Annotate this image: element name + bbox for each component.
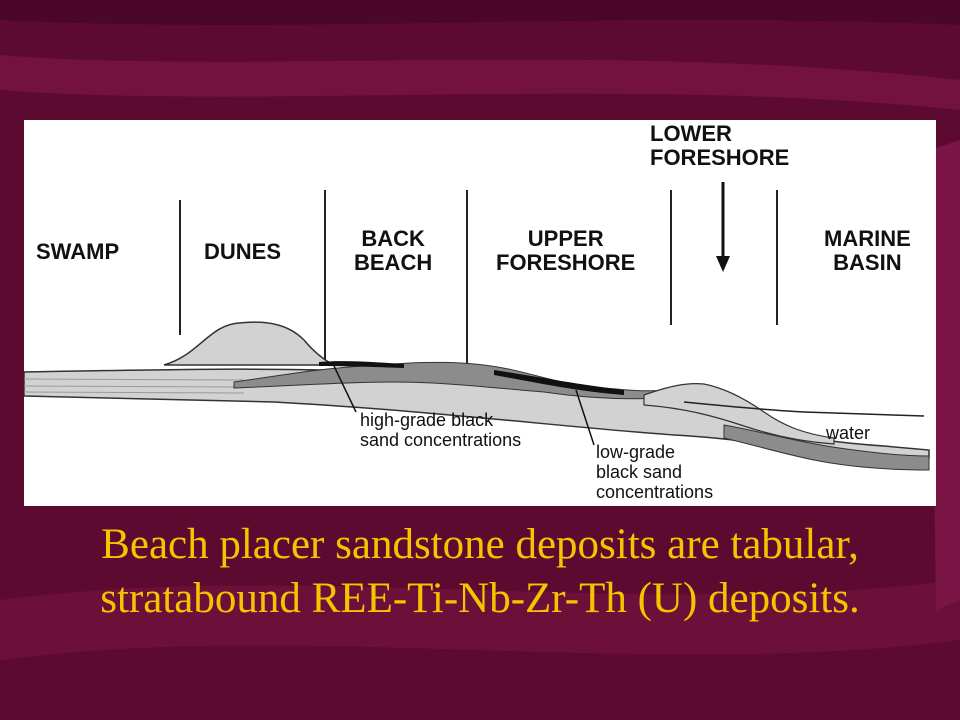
background-stripe (0, 580, 960, 660)
zone-dunes: DUNES (204, 239, 282, 264)
annotation-water: water (826, 423, 871, 443)
water-line (683, 401, 925, 417)
zone-back-beach: BACK BEACH (354, 227, 432, 275)
zone-lower-foreshore-line1: LOWER (650, 121, 732, 146)
high-grade-leader (333, 365, 357, 413)
annotation-high-grade-line1: high-grade black (360, 410, 494, 430)
strata-line (24, 391, 245, 394)
zone-marine-basin-line1: MARINE (824, 226, 911, 251)
beach-placer-diagram: SWAMP DUNES BACK BEACH UPPER FORESHORE L… (24, 120, 936, 506)
arrow-head-icon (716, 256, 730, 272)
slide-caption: Beach placer sandstone deposits are tabu… (100, 521, 860, 622)
annotation-low-grade-line1: low-grade (596, 442, 676, 462)
low-grade-leader (575, 389, 595, 446)
strata-line (24, 378, 245, 381)
zone-upper-foreshore: UPPER FORESHORE (496, 227, 635, 275)
annotation-high-grade-line2: sand concentrations (360, 430, 522, 450)
black-sand-high-grade (494, 370, 624, 395)
black-sand-high-grade (319, 361, 404, 368)
foreshore-bar (643, 383, 835, 445)
annotation-high-grade: high-grade black sand concentrations (360, 410, 521, 450)
zone-lower-foreshore-line2: FORESHORE (650, 145, 790, 170)
zone-marine-basin: MARINE BASIN (824, 227, 911, 275)
dune (163, 321, 335, 366)
strata-line (24, 385, 245, 388)
zone-back-beach-line1: BACK (361, 226, 425, 251)
zone-back-beach-line2: BEACH (354, 250, 433, 275)
marine-layer (723, 424, 930, 471)
annotation-low-grade-line3: concentrations (596, 482, 714, 502)
annotation-low-grade: low-grade black sand concentrations (596, 442, 713, 502)
cross-section (24, 182, 930, 471)
background-stripe (0, 55, 960, 110)
background-stripe (930, 140, 960, 610)
zone-marine-basin-line2: BASIN (833, 250, 902, 275)
zone-upper-foreshore-line2: FORESHORE (496, 250, 636, 275)
zone-swamp: SWAMP (36, 239, 120, 264)
zone-lower-foreshore: LOWER FORESHORE (650, 122, 789, 170)
annotation-low-grade-line2: black sand (596, 462, 683, 482)
background-stripe (0, 0, 960, 25)
zone-upper-foreshore-line1: UPPER (527, 226, 604, 251)
